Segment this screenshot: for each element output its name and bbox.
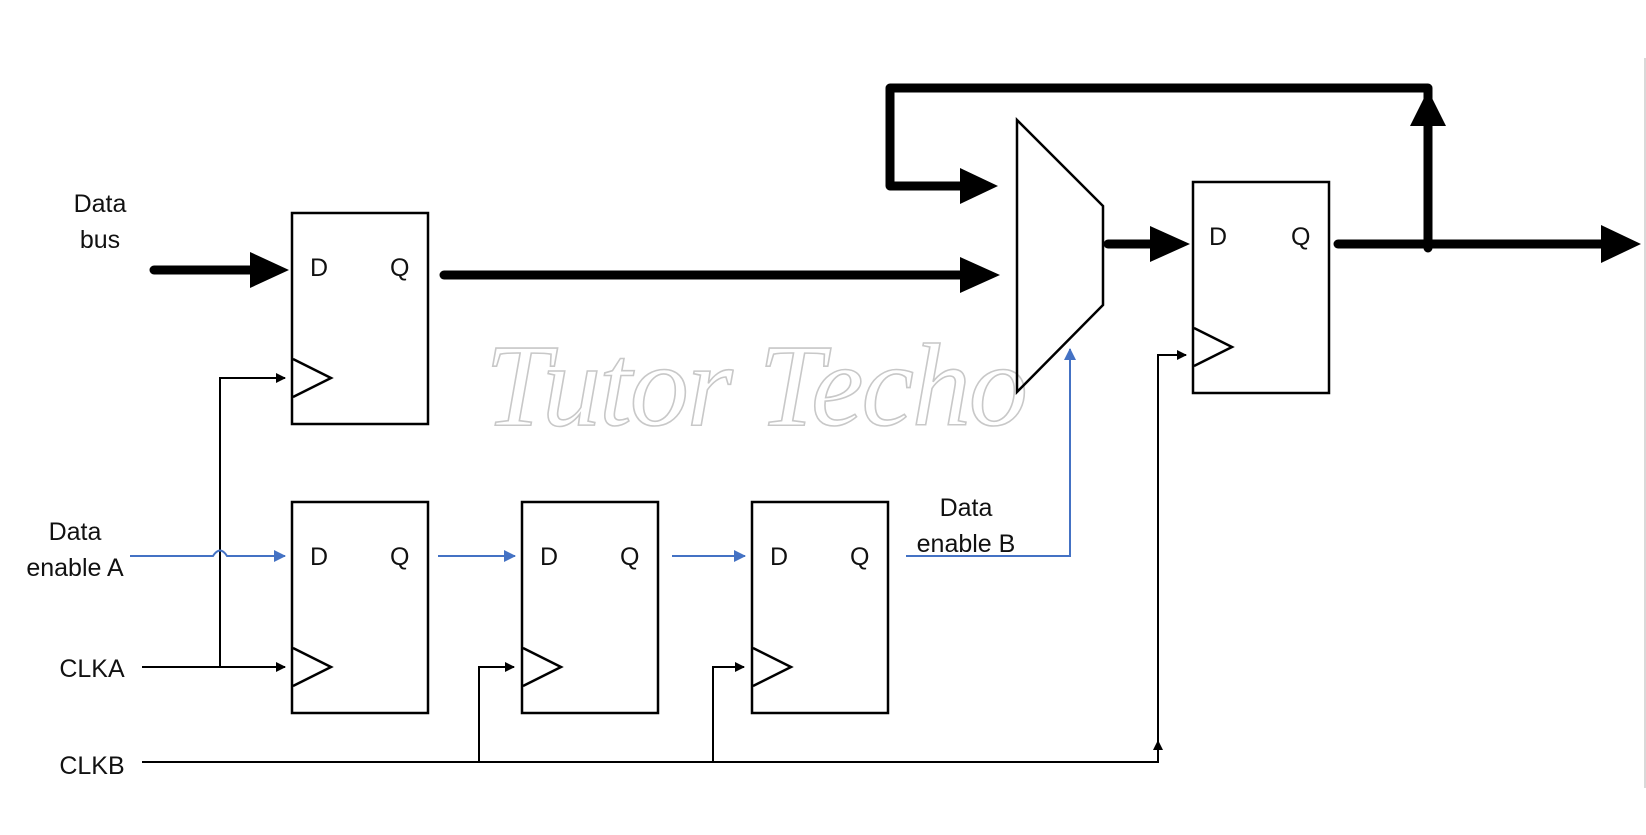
ff1-clock-icon xyxy=(292,357,334,399)
ff2-d-pin: D xyxy=(310,543,328,571)
ff4-clock-icon xyxy=(752,646,794,688)
ff4-d-pin: D xyxy=(770,543,788,571)
clka-label: CLKA xyxy=(59,655,125,683)
ff5-clock-icon xyxy=(1193,326,1235,368)
flip-flop-enable-1: D Q xyxy=(290,500,430,715)
data-bus-label-line2: bus xyxy=(80,226,120,254)
ff2-q-pin: Q xyxy=(390,543,409,571)
feedback-loop-wire xyxy=(885,83,1446,253)
data-enable-a-label-line1: Data xyxy=(49,518,102,546)
flip-flop-data-bus: D Q xyxy=(290,211,430,426)
ff3-d-pin: D xyxy=(540,543,558,571)
ff3-clock-icon xyxy=(522,646,564,688)
ff4-q-pin: Q xyxy=(850,543,869,571)
ff3-q-pin: Q xyxy=(620,543,639,571)
mux-to-ff5-wire xyxy=(1103,226,1190,262)
output-wire xyxy=(1333,225,1641,263)
clkb-label: CLKB xyxy=(59,752,124,780)
data-enable-a-label-line2: enable A xyxy=(26,554,124,582)
flip-flop-enable-3: D Q xyxy=(750,500,890,715)
data-enable-b-label-line2: enable B xyxy=(917,530,1016,558)
flip-flop-output: D Q xyxy=(1191,180,1331,395)
multiplexer xyxy=(1015,116,1105,396)
clka-wire xyxy=(142,373,286,672)
ff1-q-pin: Q xyxy=(390,254,409,282)
page-edge-line xyxy=(1644,58,1646,788)
data-enable-b-label-line1: Data xyxy=(940,494,993,522)
data-enable-wire xyxy=(130,348,1076,562)
data-bus-label-line1: Data xyxy=(74,190,127,218)
flip-flop-enable-2: D Q xyxy=(520,500,660,715)
ff5-q-pin: Q xyxy=(1291,223,1310,251)
ff1-d-pin: D xyxy=(310,254,328,282)
ff1-to-mux-wire xyxy=(439,257,1000,293)
ff5-d-pin: D xyxy=(1209,223,1227,251)
ff2-clock-icon xyxy=(292,646,334,688)
watermark-text: Tutor Techo xyxy=(485,320,1026,451)
clkb-wire xyxy=(142,350,1187,763)
data-bus-input-wire xyxy=(149,252,289,288)
